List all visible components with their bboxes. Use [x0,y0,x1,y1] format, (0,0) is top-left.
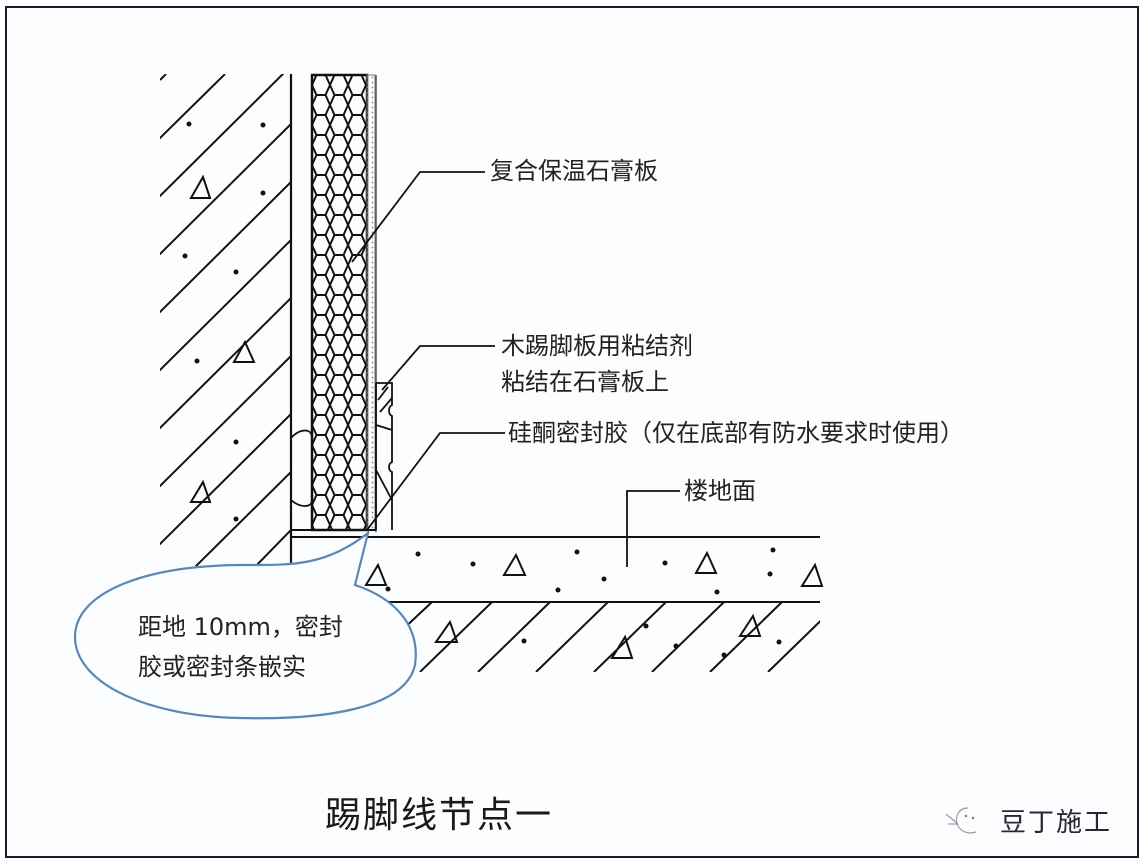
lower-slab-hatch [399,602,820,672]
callout-text-line1: 距地 10mm，密封 [138,613,343,641]
label-floor: 楼地面 [684,477,756,505]
watermark-text: 豆丁施工 [1000,807,1113,838]
wechat-logo-icon [945,807,977,834]
floor-slab [291,529,820,603]
wall-concrete-hatch [160,74,291,566]
label-adhesive-line1: 木踢脚板用粘结剂 [501,332,693,360]
wall-aggregate [182,121,266,522]
wood-skirting-board [375,382,393,530]
slab-aggregate-triangles [364,550,824,587]
leader-lines [351,171,680,567]
wall-aggregate-triangles [189,174,256,503]
diagram-frame [5,6,1139,858]
callout-bubble-outline [73,530,417,720]
label-gypsum-board: 复合保温石膏板 [490,157,658,185]
label-sealant: 硅酮密封胶（仅在底部有防水要求时使用） [508,419,964,447]
watermark: 豆丁施工 [940,800,1112,840]
callout-text-line2: 胶或密封条嵌实 [138,653,306,681]
insulated-gypsum-board [310,73,369,532]
slab-aggregate [385,547,776,595]
label-adhesive-line2: 粘结在石膏板上 [501,368,669,396]
diagram-caption: 踢脚线节点一 [325,795,554,836]
